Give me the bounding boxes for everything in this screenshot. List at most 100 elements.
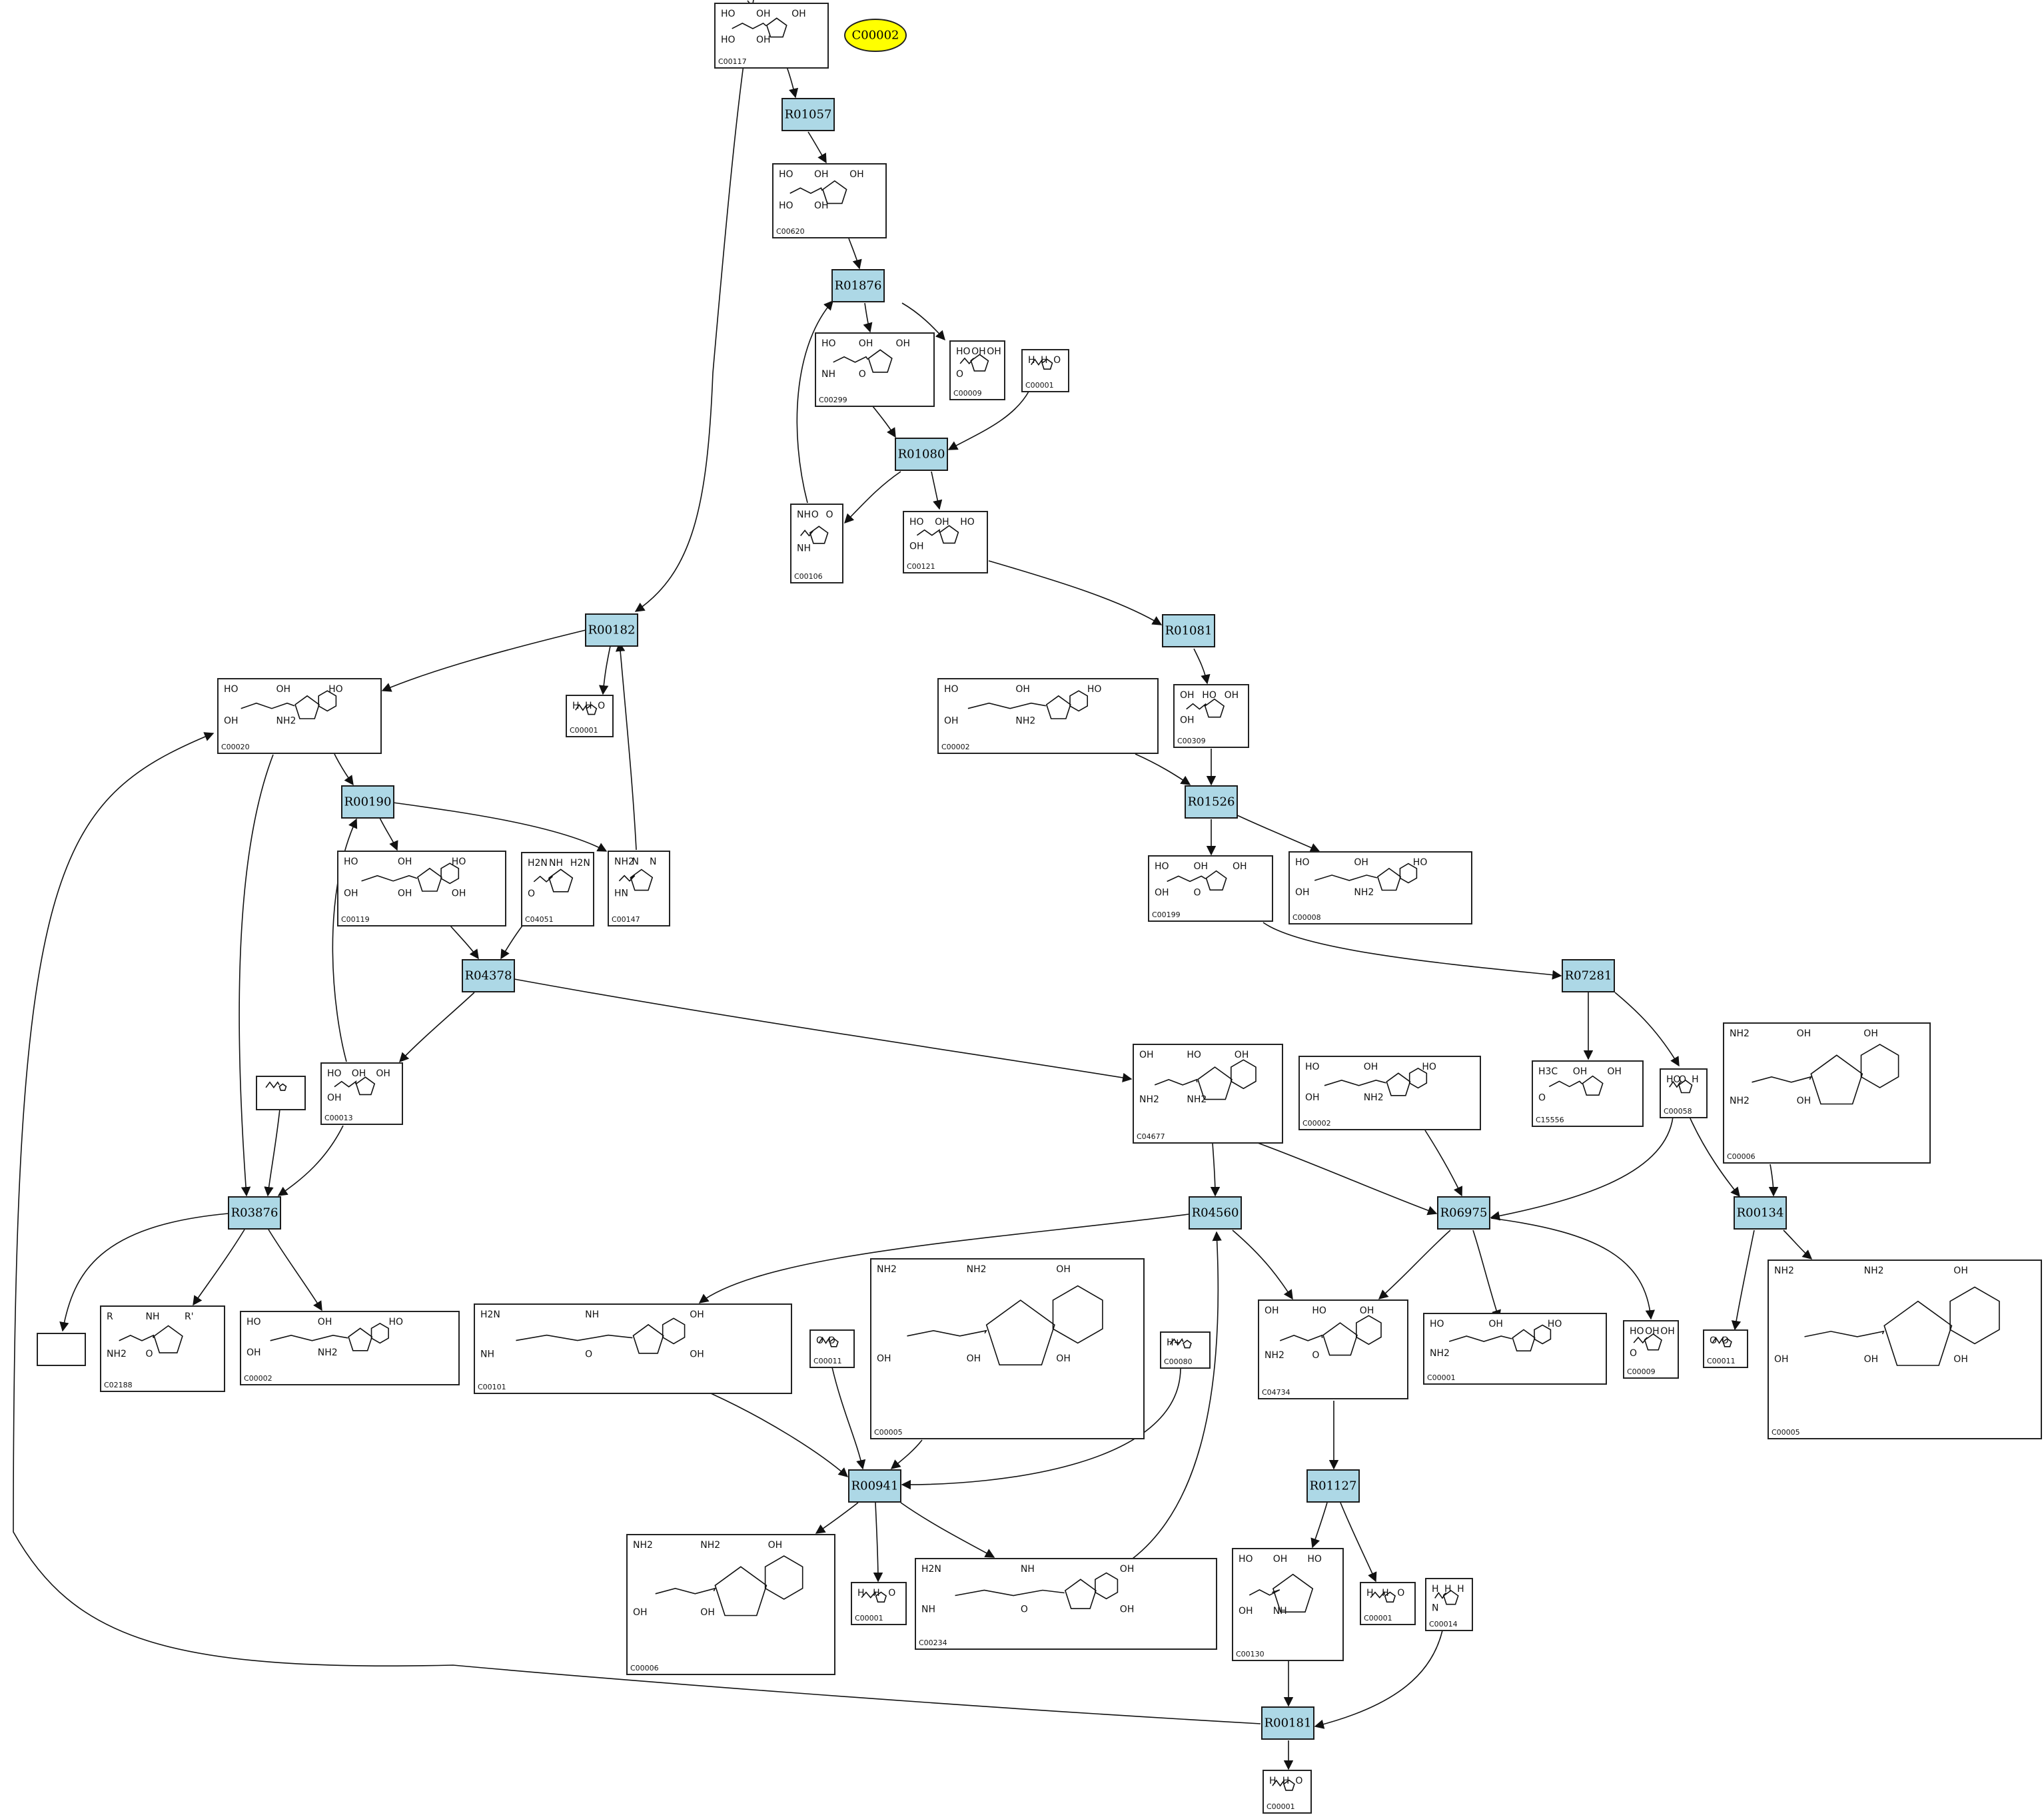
reaction-node-R04560[interactable]: R04560	[1189, 1196, 1242, 1230]
reaction-node-R01057[interactable]: R01057	[781, 98, 835, 131]
compound-node-C00080[interactable]: H+C00080	[1160, 1331, 1211, 1369]
reaction-box	[462, 959, 515, 992]
compound-frame	[256, 1076, 306, 1110]
reaction-node-R06975[interactable]: R06975	[1437, 1196, 1490, 1230]
atom-label: HO	[1239, 1554, 1253, 1565]
reaction-node-R01127[interactable]: R01127	[1306, 1469, 1360, 1503]
chain-bond	[1249, 1589, 1280, 1596]
atom-label: NH2	[1730, 1096, 1750, 1106]
pathway-edge	[1232, 1230, 1293, 1300]
chain-bond	[1031, 358, 1043, 366]
reaction-node-R01876[interactable]: R01876	[831, 269, 885, 302]
compound-node-blank[interactable]	[256, 1076, 306, 1110]
atom-label: O	[1538, 1093, 1546, 1104]
chain-bond	[967, 702, 1047, 709]
reaction-node-R00941[interactable]: R00941	[848, 1469, 901, 1503]
pathway-edge	[900, 1502, 995, 1558]
atom-label: O	[826, 510, 833, 520]
pathway-edge	[796, 300, 833, 504]
reaction-node-R07281[interactable]: R07281	[1562, 959, 1615, 992]
reaction-node-R04378[interactable]: R04378	[462, 959, 515, 992]
compound-id: C00121	[907, 562, 935, 571]
pathway-edge	[988, 560, 1163, 625]
compound-node-blank[interactable]	[37, 1333, 86, 1366]
compound-frame	[1232, 1548, 1344, 1661]
ring-bond	[1399, 863, 1418, 884]
pathway-edge	[1193, 648, 1211, 685]
reaction-node-R01080[interactable]: R01080	[895, 438, 948, 471]
pathway-edge	[863, 302, 873, 333]
reaction-node-R03876[interactable]: R03876	[228, 1196, 281, 1230]
reaction-node-R00190[interactable]: R00190	[341, 785, 394, 819]
compound-frame	[566, 695, 614, 737]
atom-label: NH2	[700, 1540, 720, 1551]
ring-bond	[1272, 1573, 1314, 1613]
atom-label: OH	[1660, 1326, 1675, 1337]
start-node[interactable]: C00002	[844, 19, 907, 52]
reaction-box	[1189, 1196, 1242, 1230]
ring-bond	[348, 1327, 373, 1351]
atom-label: OH	[700, 1607, 715, 1618]
compound-id: C00001	[1364, 1614, 1392, 1623]
reaction-node-R00182[interactable]: R00182	[585, 613, 638, 647]
atom-label: HO	[452, 857, 466, 867]
compound-frame	[949, 340, 1005, 400]
pathway-edge	[815, 1502, 859, 1534]
reaction-node-R00134[interactable]: R00134	[1734, 1196, 1787, 1230]
pathway-edge	[1210, 1142, 1221, 1197]
reaction-node-R00181[interactable]: R00181	[1261, 1706, 1314, 1740]
atom-label: O	[1710, 1335, 1717, 1346]
ring-bond	[1052, 1285, 1103, 1344]
compound-frame	[1703, 1329, 1748, 1368]
compound-frame	[915, 1558, 1217, 1650]
atom-label: H2N	[921, 1564, 941, 1575]
reaction-node-R01081[interactable]: R01081	[1162, 614, 1215, 647]
compound-frame	[809, 1329, 855, 1368]
chain-bond	[1669, 1080, 1682, 1088]
ring-bond	[1860, 1044, 1899, 1088]
atom-label: O	[1397, 1588, 1404, 1599]
reaction-node-R01526[interactable]: R01526	[1185, 785, 1238, 819]
atom-label: H	[1366, 1588, 1374, 1599]
atom-label: O	[888, 1588, 895, 1599]
